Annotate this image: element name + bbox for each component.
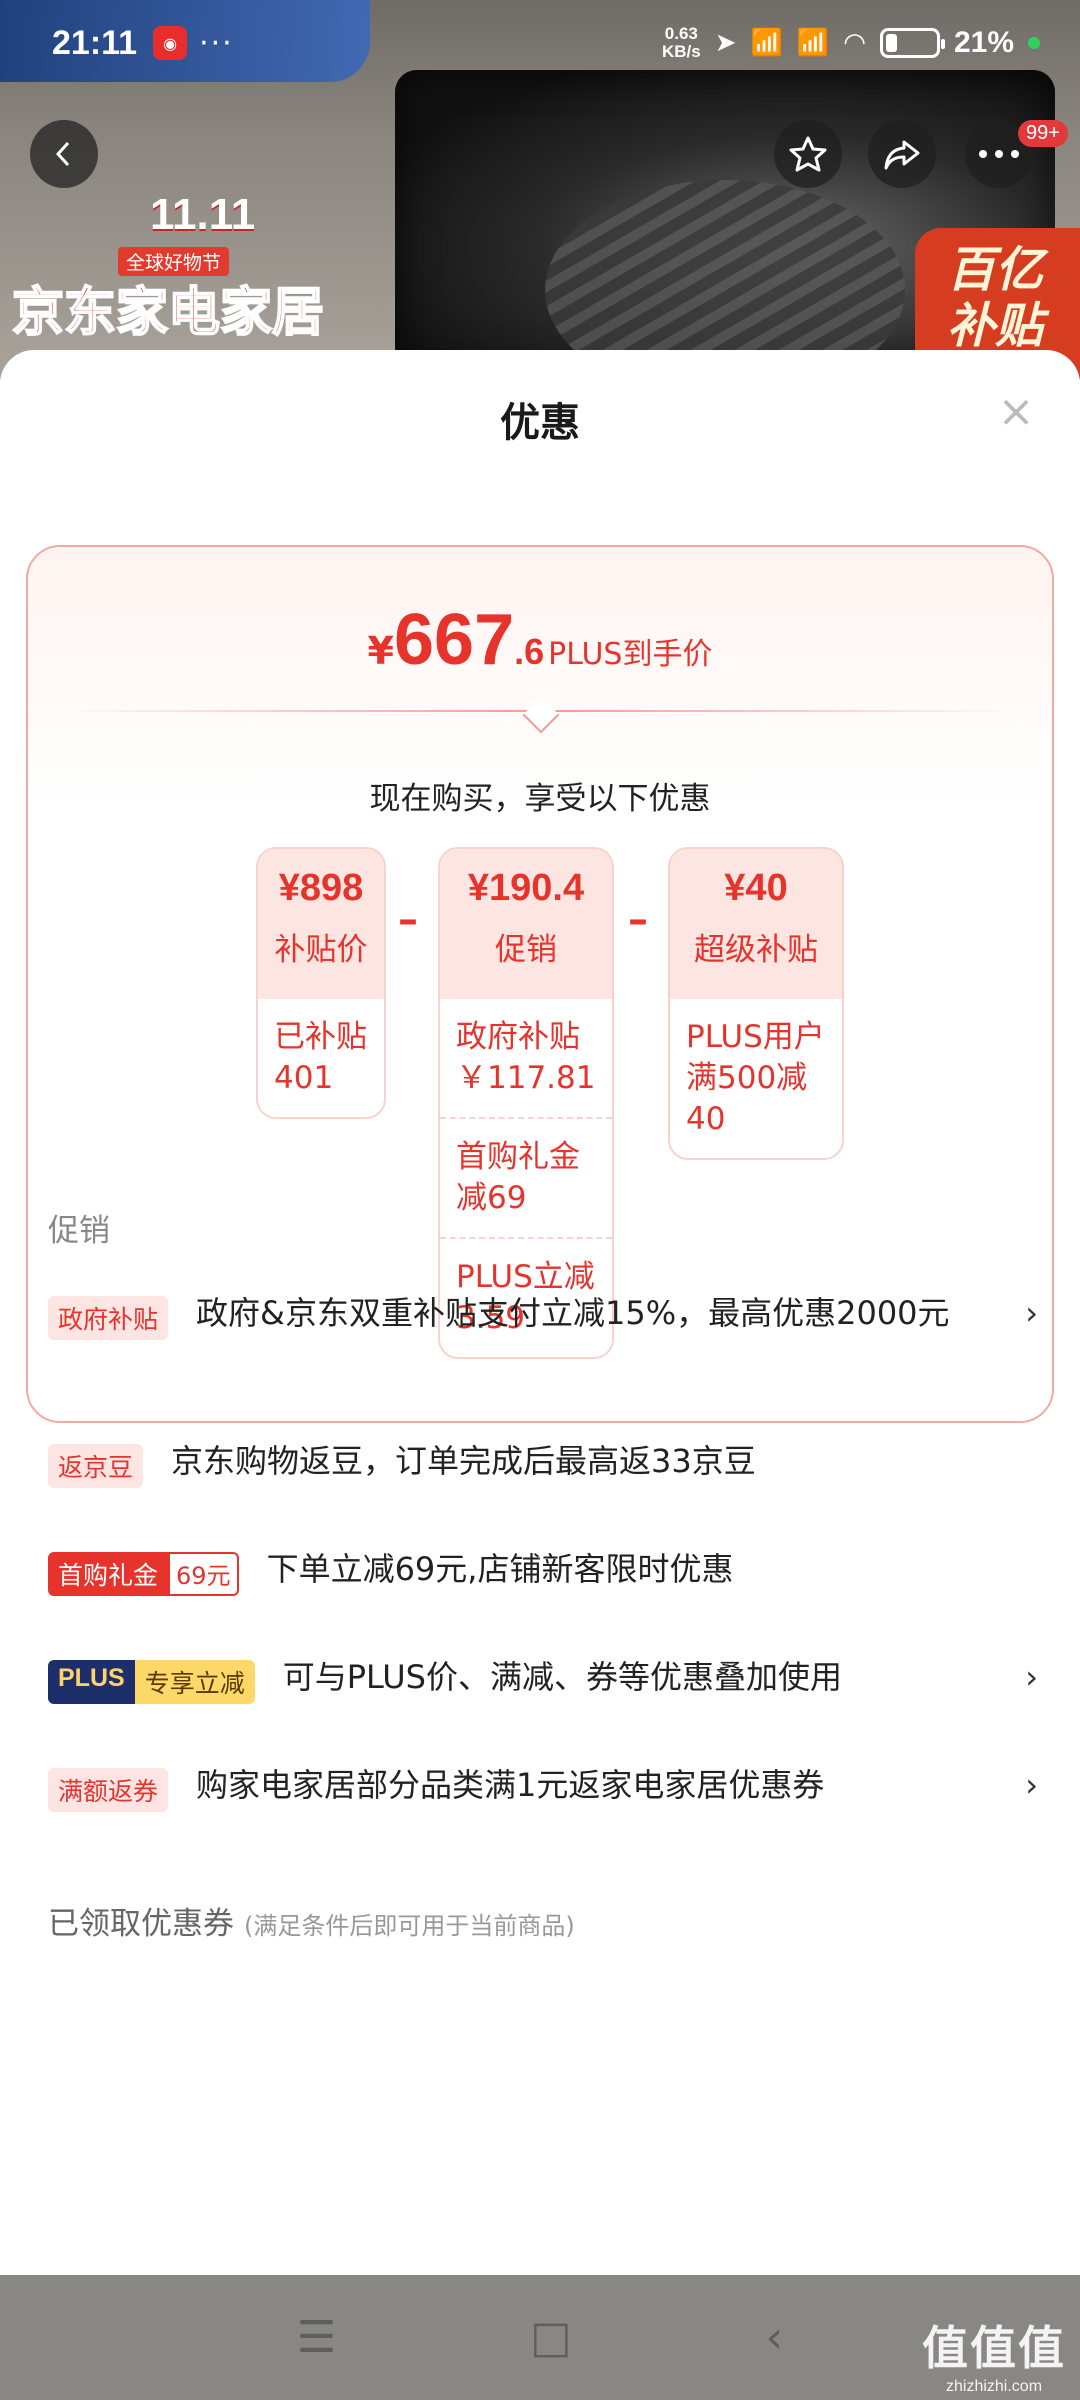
- price-divider-notch: [522, 696, 560, 734]
- price-integer: 667: [393, 600, 515, 680]
- breakdown-item: 首购礼金减69: [440, 1117, 612, 1237]
- currency-symbol: ¥: [367, 629, 394, 673]
- close-icon: ×: [997, 386, 1035, 437]
- close-button[interactable]: ×: [996, 390, 1036, 434]
- coupons-title-text: 已领取优惠券: [48, 1906, 234, 1942]
- promo-tag: 返京豆: [48, 1444, 144, 1488]
- plus-tag: PLUS: [48, 1660, 135, 1704]
- promo-row-jd-beans: 返京豆 京东购物返豆，订单完成后最高返33京豆: [48, 1438, 1038, 1488]
- coupons-title-note: (满足条件后即可用于当前商品): [244, 1912, 575, 1940]
- promotions-section-title: 促销: [48, 1213, 110, 1249]
- promo-row-gov-subsidy[interactable]: 政府补贴 政府&京东双重补贴支付立减15%，最高优惠2000元 ›: [48, 1290, 1038, 1340]
- breakdown-super-subsidy: ¥40 超级补贴 PLUS用户满500减40: [668, 847, 844, 1160]
- breakdown-head: ¥898 补贴价: [258, 849, 384, 999]
- sheet-title: 优惠: [500, 400, 580, 446]
- banner-sub: 全球好物节: [118, 247, 230, 276]
- breakdown-head: ¥40 超级补贴: [670, 849, 842, 999]
- signal-icon-1: 📶: [750, 28, 783, 58]
- privacy-indicator-icon: [1028, 37, 1040, 49]
- subsidy-badge-line1: 百亿: [947, 242, 1044, 298]
- promo-tag-combo: PLUS 专享立减: [48, 1660, 255, 1704]
- banner-title: 11.11: [150, 190, 256, 239]
- chevron-left-icon: [55, 141, 70, 167]
- net-speed: 0.63 KB/s: [662, 25, 701, 61]
- price-label: PLUS到手价: [548, 637, 713, 672]
- chevron-right-icon: ›: [1025, 1766, 1038, 1804]
- breakdown-name: 超级补贴: [694, 932, 818, 968]
- signal-icon-2: 📶: [796, 28, 830, 58]
- system-nav-bar: ☰ □ ‹: [0, 2275, 1080, 2400]
- breakdown-name: 促销: [495, 932, 557, 968]
- app-notification-icon: ◉: [153, 26, 188, 60]
- double11-banner: 11.11 全球好物节 京东家电家居: [0, 170, 395, 380]
- promo-text: 购家电家居部分品类满1元返家电家居优惠券: [196, 1766, 825, 1804]
- promo-text: 可与PLUS价、满减、券等优惠叠加使用: [282, 1658, 842, 1696]
- washer-drum: [545, 180, 905, 380]
- status-right: 0.63 KB/s ➤ 📶 📶 ◠ 21%: [662, 25, 1040, 61]
- back-icon[interactable]: ‹: [765, 2312, 784, 2363]
- promo-text: 下单立减69元,店铺新客限时优惠: [266, 1550, 734, 1588]
- wifi-icon: ◠: [843, 28, 866, 58]
- more-dots-icon: [979, 150, 1019, 158]
- promo-text: 京东购物返豆，订单完成后最高返33京豆: [171, 1442, 756, 1480]
- promo-tag: 首购礼金: [48, 1552, 169, 1596]
- battery-fill: [885, 34, 898, 52]
- promo-row-coupon-return[interactable]: 满额返券 购家电家居部分品类满1元返家电家居优惠券 ›: [48, 1762, 1038, 1812]
- chevron-right-icon: ›: [1025, 1294, 1038, 1332]
- promo-text: 政府&京东双重补贴支付立减15%，最高优惠2000元: [196, 1294, 950, 1332]
- location-icon: ➤: [714, 28, 737, 58]
- promo-tag-value: 69元: [168, 1552, 239, 1596]
- breakdown-subsidy-price: ¥898 补贴价 已补贴401: [256, 847, 386, 1119]
- breakdown-item: 已补贴401: [274, 1019, 367, 1096]
- minus-sign: –: [628, 897, 648, 943]
- price-decimal: .6: [514, 631, 545, 672]
- promo-tag-combo: 首购礼金 69元: [48, 1552, 239, 1596]
- promo-row-plus[interactable]: PLUS 专享立减 可与PLUS价、满减、券等优惠叠加使用 ›: [48, 1654, 1038, 1704]
- share-icon: [884, 140, 920, 170]
- minus-sign: –: [398, 897, 418, 943]
- status-bar: 21:11 ◉ ··· 0.63 KB/s ➤ 📶 📶 ◠ 21%: [0, 0, 1080, 86]
- favorite-button[interactable]: [774, 120, 842, 188]
- net-speed-value: 0.63: [664, 24, 698, 43]
- subsidy-badge-line2: 补贴: [947, 298, 1044, 354]
- home-icon[interactable]: □: [530, 2312, 572, 2363]
- menu-icon[interactable]: ☰: [296, 2312, 337, 2363]
- breakdown-amount: ¥40: [724, 867, 788, 909]
- chevron-right-icon: ›: [1025, 1658, 1038, 1696]
- battery-percent: 21%: [953, 26, 1014, 59]
- promo-tag: 满额返券: [48, 1768, 169, 1812]
- battery-icon: [879, 28, 945, 58]
- watermark-url: zhizhizhi.com: [945, 2378, 1043, 2395]
- breakdown-promotion: ¥190.4 促销 政府补贴￥117.81 首购礼金减69 PLUS立减3.59: [438, 847, 614, 1359]
- more-notifications-icon: ···: [199, 25, 234, 61]
- breakdown-item: PLUS用户满500减40: [686, 1019, 825, 1137]
- discount-subtitle: 现在购买，享受以下优惠: [369, 781, 711, 817]
- breakdown-amount: ¥898: [278, 867, 364, 909]
- share-button[interactable]: [868, 120, 936, 188]
- breakdown-name: 补贴价: [274, 932, 368, 968]
- promo-row-first-purchase: 首购礼金 69元 下单立减69元,店铺新客限时优惠: [48, 1546, 1038, 1596]
- promo-tag: 政府补贴: [48, 1296, 169, 1340]
- coupons-section-title: 已领取优惠券 (满足条件后即可用于当前商品): [48, 1898, 575, 1943]
- star-icon: [789, 136, 827, 172]
- banner-main: 京东家电家居: [11, 282, 325, 344]
- status-time: 21:11: [52, 23, 138, 62]
- breakdown-head: ¥190.4 促销: [440, 849, 612, 999]
- breakdown-item: PLUS立减3.59: [440, 1237, 612, 1357]
- breakdown-item: 政府补贴￥117.81: [456, 1019, 596, 1096]
- watermark: 值值值 zhizhizhi.com: [922, 2312, 1066, 2396]
- message-count-badge: 99+: [1018, 120, 1068, 147]
- breakdown-amount: ¥190.4: [467, 867, 585, 909]
- back-button[interactable]: [30, 120, 98, 188]
- promo-tag-value: 专享立减: [134, 1660, 255, 1704]
- watermark-logo: 值值值: [922, 2321, 1066, 2375]
- net-speed-unit: KB/s: [661, 42, 701, 61]
